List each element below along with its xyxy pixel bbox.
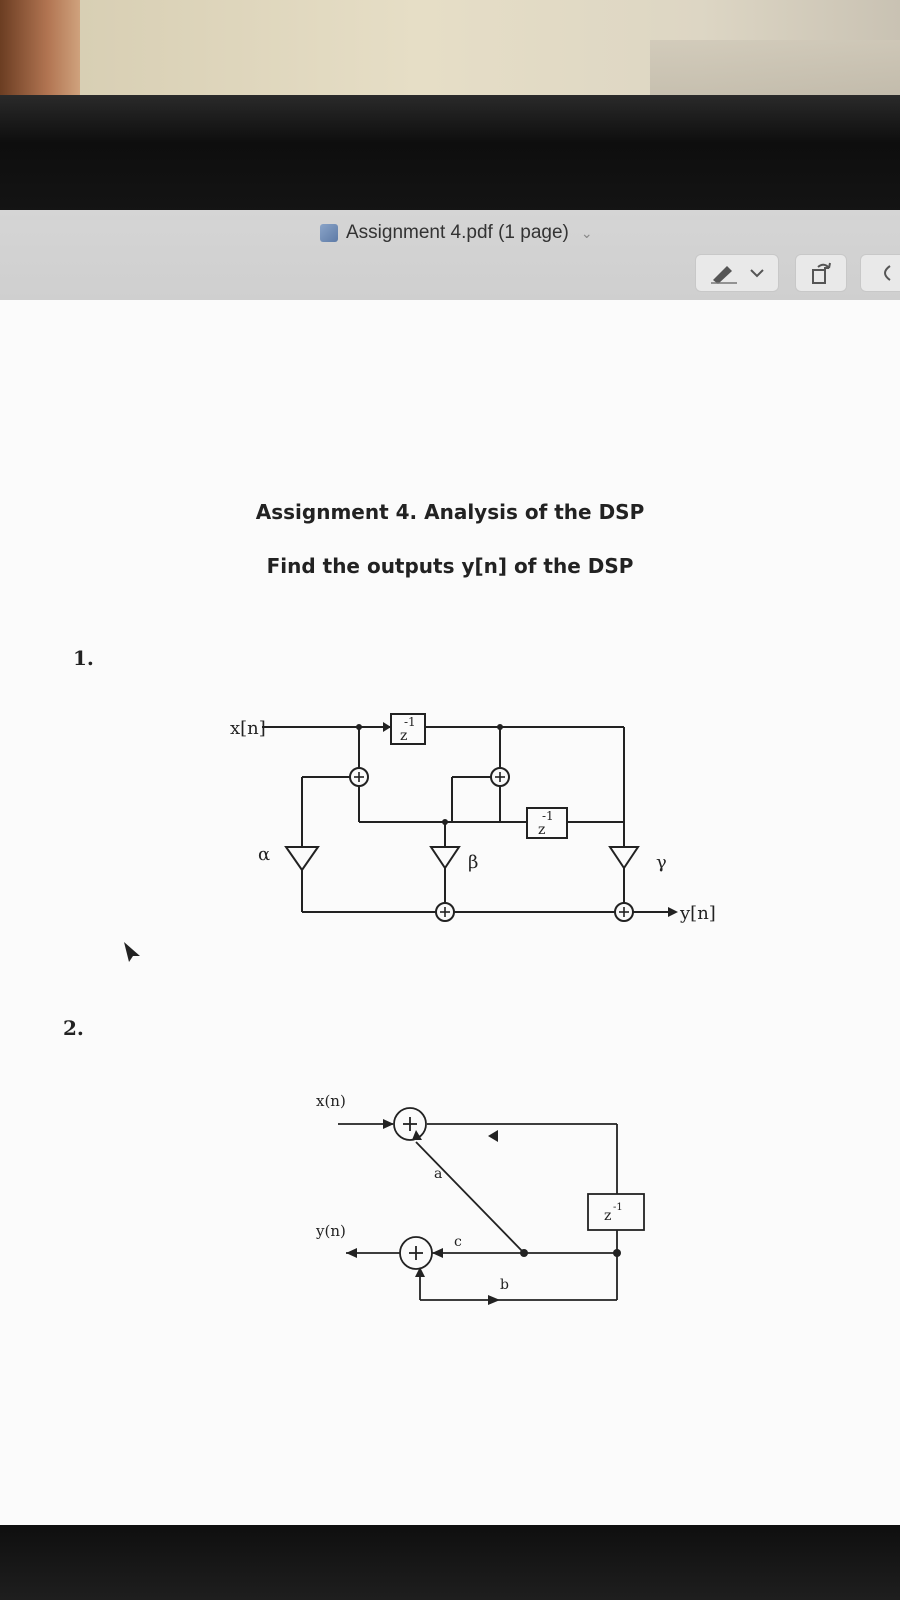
q1-alpha-label: α	[258, 844, 270, 865]
q2-input-label: x(n)	[316, 1092, 346, 1110]
document-heading: Assignment 4. Analysis of the DSP	[255, 500, 645, 524]
q1-gamma-label: γ	[656, 852, 667, 873]
window-titlebar[interactable]: Assignment 4.pdf (1 page) ⌄	[0, 210, 900, 301]
q2-coef-a: a	[434, 1166, 442, 1182]
q1-delay2-exp: -1	[542, 809, 554, 823]
window-title-text: Assignment 4.pdf (1 page)	[346, 222, 569, 243]
dsp-diagram-1: x[n] z -1 z -1 α β γ y[n]	[230, 713, 716, 924]
room-background	[0, 0, 900, 110]
dsp-diagram-2: x(n) y(n) a c b z -1	[315, 1092, 645, 1305]
q1-input-label: x[n]	[230, 718, 266, 739]
mouse-cursor-icon	[124, 942, 140, 962]
background-lamp	[0, 0, 80, 95]
question-1-number: 1.	[73, 646, 94, 670]
q2-delay-label: z	[604, 1208, 611, 1224]
chevron-down-icon[interactable]: ⌄	[580, 224, 593, 241]
q1-delay2-label: z	[538, 822, 545, 838]
preview-window: Assignment 4.pdf (1 page) ⌄ Assignment 4…	[0, 210, 900, 1525]
q2-coef-c: c	[454, 1234, 462, 1250]
rotate-icon	[812, 262, 831, 284]
monitor-bezel	[0, 95, 900, 215]
q2-output-label: y(n)	[315, 1222, 346, 1240]
q1-output-label: y[n]	[679, 903, 716, 924]
rotate-button[interactable]	[795, 254, 847, 292]
question-2-number: 2.	[63, 1016, 84, 1040]
pdf-document-icon	[320, 224, 338, 242]
document-subheading: Find the outputs y[n] of the DSP	[266, 554, 634, 578]
q1-beta-label: β	[468, 852, 478, 873]
q2-coef-b: b	[500, 1277, 509, 1293]
options-icon	[884, 265, 891, 281]
monitor-bottom-bezel	[0, 1525, 900, 1600]
q1-delay1-exp: -1	[404, 715, 416, 729]
q1-delay1-label: z	[400, 728, 407, 744]
window-title[interactable]: Assignment 4.pdf (1 page) ⌄	[320, 220, 593, 246]
pdf-page: Assignment 4. Analysis of the DSP Find t…	[0, 300, 900, 1525]
pen-icon	[711, 266, 764, 284]
more-tools-button[interactable]	[860, 254, 900, 292]
markup-button[interactable]	[695, 254, 779, 292]
q2-delay-exp: -1	[613, 1202, 623, 1213]
